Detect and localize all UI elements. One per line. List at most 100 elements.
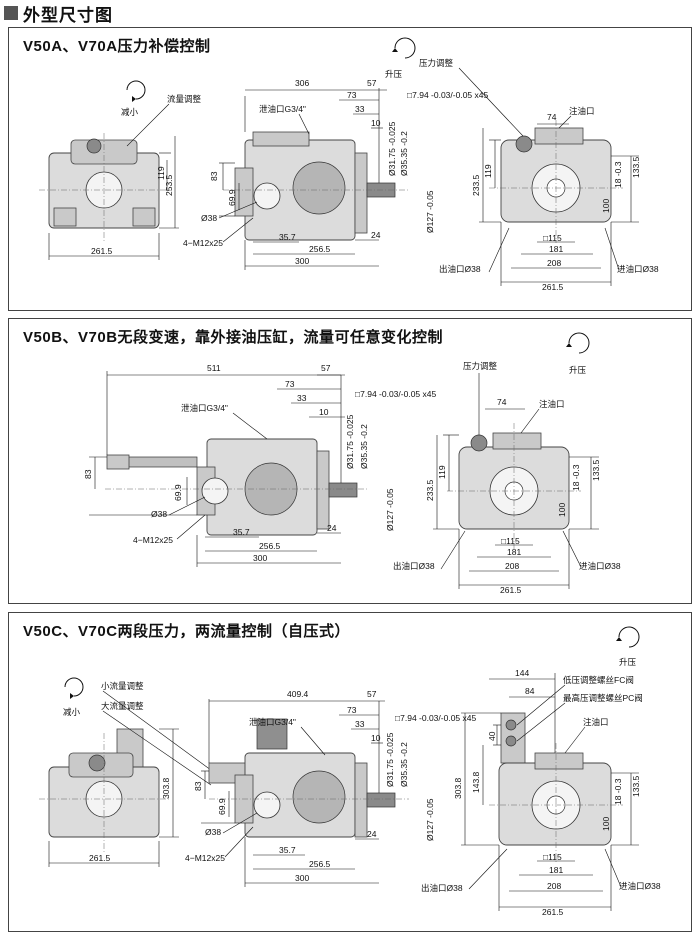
dim-end-1335: 133.5 <box>631 156 641 178</box>
label-key: □7.94 -0.03/-0.05 x45 <box>407 90 488 100</box>
rotation-arrow-icon <box>616 626 640 648</box>
label-bore-c: Ø38 <box>205 827 221 837</box>
dim-end-100-c: 100 <box>601 817 611 831</box>
dim-end-3038: 303.8 <box>453 777 463 799</box>
dim-front-w-c: 261.5 <box>89 853 111 863</box>
drawing-a: 减小 升压 119 253.5 261.5 流量调整 <box>39 37 659 292</box>
dim-end-1335-b: 133.5 <box>591 459 601 481</box>
dim-end-119: 119 <box>483 164 493 178</box>
dim-side-10-b: 10 <box>319 407 329 417</box>
dim-end-208-b: 208 <box>505 561 519 571</box>
dim-side-24: 24 <box>371 230 381 240</box>
dim-side-2565: 256.5 <box>309 244 331 254</box>
label-bolts: 4−M12x25 <box>183 238 223 248</box>
panel-v50c: V50C、V70C两段压力，两流量控制（自压式） 减小 升压 小流量调整 大流量… <box>8 612 692 932</box>
dim-side-33: 33 <box>355 104 365 114</box>
dim-side-57: 57 <box>367 78 377 88</box>
label-pilot-c: Ø127 -0.05 <box>425 798 435 841</box>
label-pilot-b: Ø127 -0.05 <box>385 488 395 531</box>
dim-side-33-b: 33 <box>297 393 307 403</box>
dim-side-top-b: 511 <box>207 363 221 373</box>
label-outlet-b: 出油口Ø38 <box>393 561 435 571</box>
label-shaft2: Ø35.35 -0.2 <box>399 131 409 176</box>
dim-end-2335: 233.5 <box>471 174 481 196</box>
rotation-arrow-icon <box>566 332 590 354</box>
label-fill-b: 注油口 <box>539 399 565 409</box>
dim-side-57-c: 57 <box>367 689 377 699</box>
label-large-flow: 大流量调整 <box>101 701 144 711</box>
end-view-a <box>489 120 623 243</box>
header-square-icon <box>4 6 18 20</box>
dim-end-100: 100 <box>601 199 611 213</box>
dim-side-73: 73 <box>347 90 357 100</box>
front-view-a <box>39 133 169 243</box>
label-bolts-c: 4−M12x25 <box>185 853 225 863</box>
page-header: 外型尺寸图 <box>4 2 113 25</box>
dim-side-73-c: 73 <box>347 705 357 715</box>
rotation-arrow-icon <box>126 80 146 102</box>
dim-end-2615-c: 261.5 <box>542 907 564 917</box>
dim-end-18-b: 18 -0.3 <box>571 464 581 491</box>
dim-side-357-b: 35.7 <box>233 527 250 537</box>
drawing-b: 升压 511 57 73 33 10 泄油口G3/4" 83 69. <box>83 332 621 595</box>
drawing-c: 减小 升压 小流量调整 大流量调整 303.8 261.5 <box>39 626 661 917</box>
panel-title-b: V50B、V70B无段变速，靠外接油压缸，流量可任意变化控制 <box>23 329 444 346</box>
label-shaft2-c: Ø35.35 -0.2 <box>399 742 409 787</box>
dim-side-73-b: 73 <box>285 379 295 389</box>
side-view-c <box>208 718 409 838</box>
dim-side-699-c: 69.9 <box>217 798 227 815</box>
dim-side-699-b: 69.9 <box>173 484 183 501</box>
dim-side-10: 10 <box>371 118 381 128</box>
panel-v50b: V50B、V70B无段变速，靠外接油压缸，流量可任意变化控制 升压 511 57… <box>8 318 692 604</box>
dim-front-h1: 119 <box>156 166 166 180</box>
rotation-arrow-icon <box>64 677 84 699</box>
dim-end-2615-b: 261.5 <box>500 585 522 595</box>
label-inlet: 进油口Ø38 <box>617 264 659 274</box>
dim-front-w: 261.5 <box>91 246 113 256</box>
label-outlet-c: 出油口Ø38 <box>421 883 463 893</box>
dim-side-83: 83 <box>209 171 219 181</box>
dim-end-74-b: 74 <box>497 397 507 407</box>
rotation-label-right: 升压 <box>385 69 403 79</box>
dim-end-40: 40 <box>487 731 497 741</box>
label-fill: 注油口 <box>569 106 595 116</box>
label-bolts-b: 4−M12x25 <box>133 535 173 545</box>
dim-end-181-c: 181 <box>549 865 563 875</box>
dim-side-699: 69.9 <box>227 189 237 206</box>
dim-side-10-c: 10 <box>371 733 381 743</box>
dim-side-83-b: 83 <box>83 469 93 479</box>
label-drain-c: 泄油口G3/4" <box>249 717 296 727</box>
dim-side-57-b: 57 <box>321 363 331 373</box>
dim-end-208-c: 208 <box>547 881 561 891</box>
label-shaft1-c: Ø31.75 -0.025 <box>385 732 395 787</box>
label-pilot: Ø127 -0.05 <box>425 190 435 233</box>
dim-end-74: 74 <box>547 112 557 122</box>
dim-side-357: 35.7 <box>279 232 296 242</box>
label-key-c: □7.94 -0.03/-0.05 x45 <box>395 713 476 723</box>
dim-end-2335-b: 233.5 <box>425 479 435 501</box>
front-view-c <box>39 728 169 853</box>
dim-end-1438: 143.8 <box>471 771 481 793</box>
label-drain-b: 泄油口G3/4" <box>181 403 228 413</box>
dim-end-115: □115 <box>543 233 562 243</box>
label-bore-b: Ø38 <box>151 509 167 519</box>
dim-side-top: 306 <box>295 78 309 88</box>
dim-end-100-b: 100 <box>557 503 567 517</box>
label-fill-c: 注油口 <box>583 717 609 727</box>
dim-end-181-b: 181 <box>507 547 521 557</box>
dim-front-h-c: 303.8 <box>161 777 171 799</box>
dim-end-2615: 261.5 <box>542 282 564 292</box>
panel-title-a: V50A、V70A压力补偿控制 <box>23 38 211 55</box>
panel-v50a: V50A、V70A压力补偿控制 减小 升压 119 253.5 <box>8 27 692 311</box>
dim-end-18: 18 -0.3 <box>613 161 623 188</box>
dim-end-115-b: □115 <box>501 536 520 546</box>
end-view-b <box>447 423 581 549</box>
label-small-flow: 小流量调整 <box>101 681 144 691</box>
label-key-b: □7.94 -0.03/-0.05 x45 <box>355 389 436 399</box>
label-inlet-b: 进油口Ø38 <box>579 561 621 571</box>
dim-side-33-c: 33 <box>355 719 365 729</box>
label-pressure-adjust-b: 压力调整 <box>463 361 498 371</box>
dim-side-300: 300 <box>295 256 309 266</box>
label-shaft2-b: Ø35.35 -0.2 <box>359 424 369 469</box>
label-inlet-c: 进油口Ø38 <box>619 881 661 891</box>
